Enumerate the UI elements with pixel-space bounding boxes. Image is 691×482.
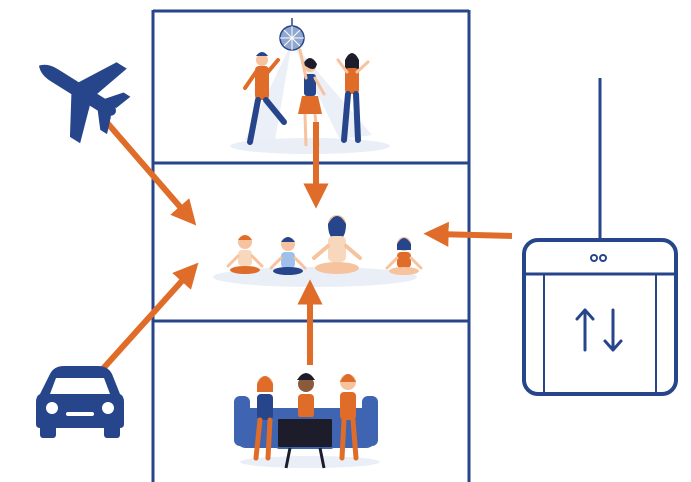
sofa-arm-right xyxy=(362,396,378,446)
arrow-from-elevator xyxy=(423,221,513,247)
tv-floor-shadow xyxy=(240,456,380,468)
arrows xyxy=(97,116,513,375)
meditator-1 xyxy=(226,235,264,274)
car-icon xyxy=(36,366,124,438)
arrow-from-plane xyxy=(100,116,197,226)
elevator-indicator xyxy=(599,254,607,262)
elevator-indicator xyxy=(590,254,598,262)
airplane-icon xyxy=(38,62,131,144)
arrow-from-car xyxy=(97,262,199,375)
tv-scene xyxy=(234,373,380,469)
meditation-floor-shadow xyxy=(213,267,417,287)
viewer-center xyxy=(297,373,315,418)
meditator-3 xyxy=(385,237,423,275)
tv-icon xyxy=(276,417,334,449)
disco-ball-facets xyxy=(280,26,304,50)
up-down-arrows-icon xyxy=(575,308,623,352)
party-floor-shadow xyxy=(230,138,390,154)
dancer-left xyxy=(243,52,287,145)
dancer-center xyxy=(298,48,326,147)
tv-leg xyxy=(318,447,326,469)
meditator-instructor xyxy=(312,215,362,274)
dancer-right xyxy=(336,53,370,143)
viewer-left xyxy=(253,376,273,461)
tv-leg xyxy=(284,447,292,469)
meditation-scene xyxy=(213,215,423,287)
elevator-car xyxy=(522,238,678,396)
meditator-2 xyxy=(269,237,307,275)
sofa-arm-left xyxy=(234,396,250,446)
viewer-right xyxy=(339,374,359,461)
party-scene xyxy=(230,18,390,154)
elevator-icon xyxy=(522,78,678,396)
